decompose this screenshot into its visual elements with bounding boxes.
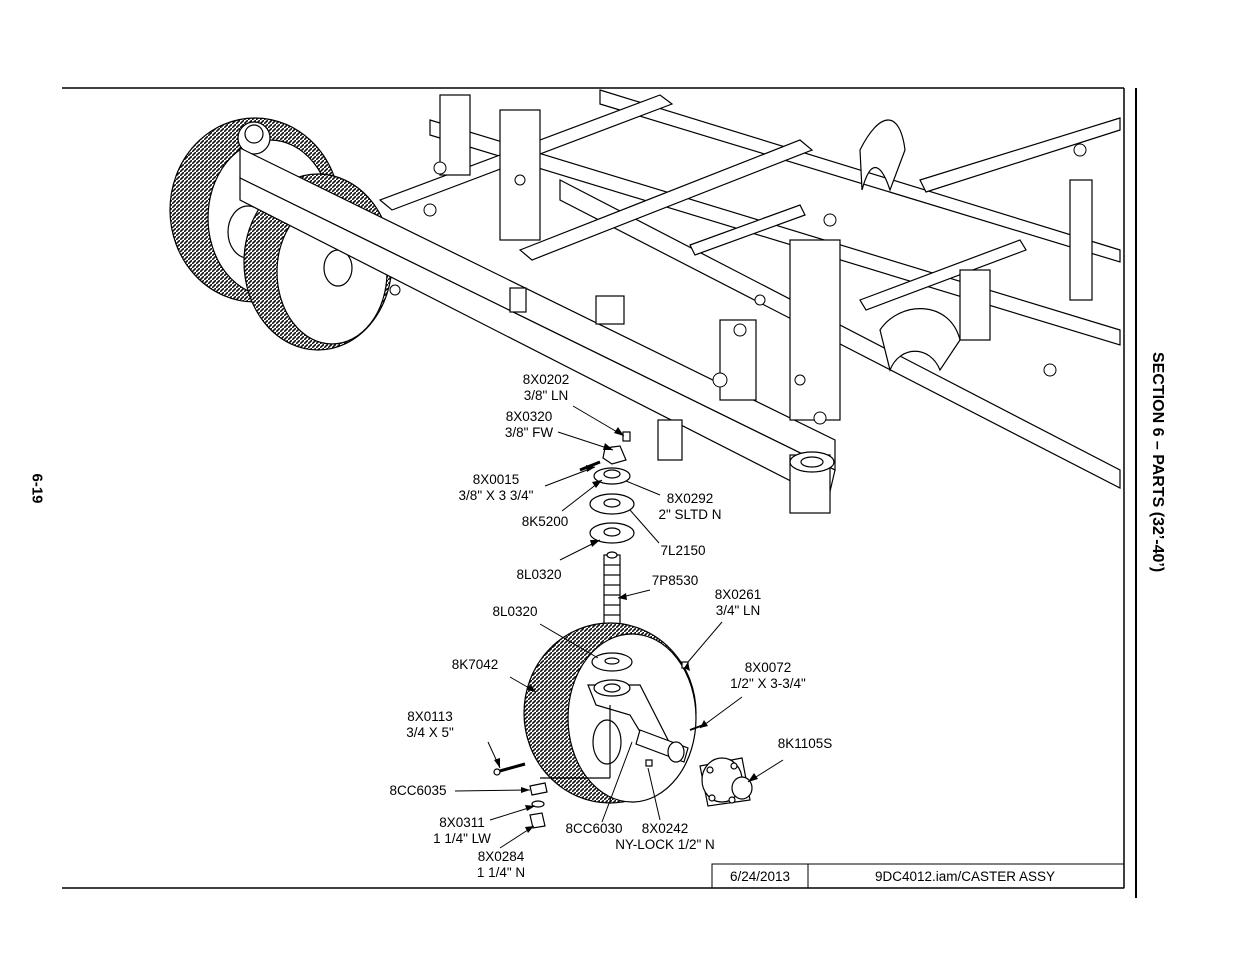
part-number: 7P8530 bbox=[651, 573, 699, 588]
callout-8x0320: 8X0320 3/8" FW bbox=[494, 409, 564, 441]
page-number: 6-19 bbox=[28, 473, 46, 504]
part-number: 8X0113 bbox=[407, 709, 453, 724]
part-number: 8X0202 bbox=[522, 372, 570, 387]
part-description: 1 1/4" LW bbox=[433, 831, 491, 846]
callout-8x0072: 8X0072 1/2" X 3-3/4" bbox=[722, 660, 814, 692]
callout-8k5200: 8K5200 bbox=[514, 514, 576, 530]
callout-8x0242: 8X0242 NY-LOCK 1/2" N bbox=[606, 821, 724, 853]
part-number: 8L0320 bbox=[492, 604, 538, 619]
part-number: 8X0284 bbox=[477, 849, 525, 864]
callout-8x0015: 8X0015 3/8" X 3 3/4" bbox=[446, 472, 546, 504]
drawing-file-name: 9DC4012.iam/CASTER ASSY bbox=[874, 869, 1056, 884]
callout-8k7042: 8K7042 bbox=[444, 657, 506, 673]
callout-7p8530: 7P8530 bbox=[644, 573, 706, 589]
section-title-text: SECTION 6 – PARTS (32’-40’) bbox=[1149, 352, 1166, 573]
callout-7l2150: 7L2150 bbox=[652, 543, 714, 559]
callout-8x0284: 8X0284 1 1/4" N bbox=[466, 849, 536, 881]
callout-8cc6030: 8CC6030 bbox=[558, 821, 630, 837]
callout-8cc6035: 8CC6035 bbox=[382, 783, 454, 799]
part-description: 2" SLTD N bbox=[658, 507, 722, 522]
part-description: 3/4 X 5" bbox=[406, 725, 454, 740]
callout-8x0113: 8X0113 3/4 X 5" bbox=[398, 709, 462, 741]
callout-8x0202: 8X0202 3/8" LN bbox=[514, 372, 578, 404]
part-number: 8X0242 bbox=[641, 821, 689, 836]
frame-rails bbox=[239, 89, 1121, 514]
part-description: 3/4" LN bbox=[715, 603, 761, 618]
part-description: 1/2" X 3-3/4" bbox=[730, 676, 806, 691]
part-description: 3/8" X 3 3/4" bbox=[458, 488, 534, 503]
part-number: 8L0320 bbox=[516, 567, 562, 582]
callout-8x0261: 8X0261 3/4" LN bbox=[706, 587, 770, 619]
leader-arrows bbox=[494, 427, 758, 833]
callout-8l0320-upper: 8L0320 bbox=[508, 567, 570, 583]
part-number: 8X0015 bbox=[472, 472, 520, 487]
part-number: 8CC6030 bbox=[565, 821, 623, 836]
section-title: SECTION 6 – PARTS (32’-40’) bbox=[1146, 352, 1166, 642]
part-number: 8X0292 bbox=[666, 491, 714, 506]
part-number: 8K1105S bbox=[777, 736, 833, 751]
drawing-date: 6/24/2013 bbox=[729, 869, 791, 884]
part-number: 7L2150 bbox=[660, 543, 706, 558]
callout-8x0292: 8X0292 2" SLTD N bbox=[648, 491, 732, 523]
part-description: NY-LOCK 1/2" N bbox=[615, 837, 715, 852]
part-number: 8K5200 bbox=[521, 514, 569, 529]
frame-bolts bbox=[389, 143, 1087, 425]
part-number: 8CC6035 bbox=[389, 783, 447, 798]
callout-8x0311: 8X0311 1 1/4" LW bbox=[424, 815, 500, 847]
caster-parts bbox=[493, 431, 753, 829]
part-description: 3/8" LN bbox=[523, 388, 569, 403]
part-number: 8X0311 bbox=[439, 815, 485, 830]
part-number: 8X0261 bbox=[714, 587, 762, 602]
part-number: 8K7042 bbox=[451, 657, 499, 672]
callout-8k1105s: 8K1105S bbox=[770, 736, 840, 752]
part-number: 8X0320 bbox=[505, 409, 553, 424]
callout-8l0320-lower: 8L0320 bbox=[484, 604, 546, 620]
part-number: 8X0072 bbox=[744, 660, 792, 675]
title-block bbox=[711, 863, 1125, 889]
part-description: 3/8" FW bbox=[504, 425, 554, 440]
part-description: 1 1/4" N bbox=[476, 865, 526, 880]
